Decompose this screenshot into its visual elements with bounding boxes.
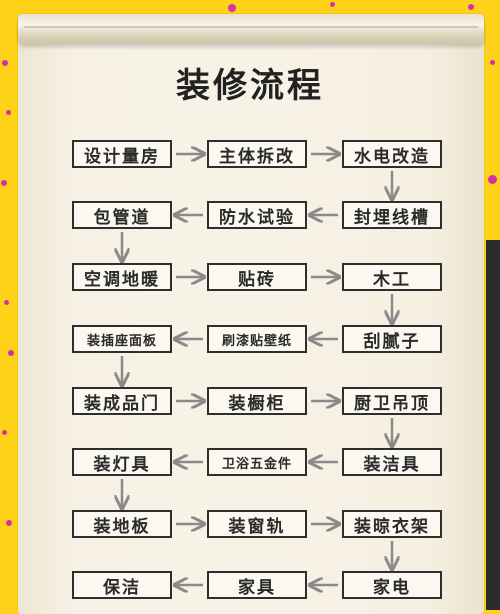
decor-dot <box>490 60 495 65</box>
page-title: 装修流程 <box>176 66 324 106</box>
flow-step: 防水试验 <box>207 201 307 229</box>
flow-step: 封埋线槽 <box>342 201 442 229</box>
flow-step: 装洁具 <box>342 448 442 476</box>
flow-step: 主体拆改 <box>207 140 307 168</box>
decor-dot <box>6 520 12 526</box>
decor-dot <box>6 110 11 115</box>
flow-step: 卫浴五金件 <box>207 448 307 476</box>
decor-dot <box>2 60 8 66</box>
decor-dot <box>330 2 335 7</box>
flow-step: 装灯具 <box>72 448 172 476</box>
decor-dot <box>4 300 9 305</box>
flow-step: 装窗轨 <box>207 510 307 538</box>
flow-step: 厨卫吊顶 <box>342 387 442 415</box>
decor-dot <box>488 175 497 184</box>
flow-step: 贴砖 <box>207 263 307 291</box>
flow-step: 保洁 <box>72 571 172 599</box>
flow-step: 刮腻子 <box>342 325 442 353</box>
flow-step: 设计量房 <box>72 140 172 168</box>
flow-step: 包管道 <box>72 201 172 229</box>
flow-step: 水电改造 <box>342 140 442 168</box>
scroll-roll <box>18 14 484 44</box>
flow-step: 装插座面板 <box>72 325 172 353</box>
flow-step: 木工 <box>342 263 442 291</box>
decor-dot <box>468 4 474 10</box>
flow-step: 空调地暖 <box>72 263 172 291</box>
decor-dot <box>8 350 14 356</box>
flow-step: 家具 <box>207 571 307 599</box>
flow-step: 装地板 <box>72 510 172 538</box>
flow-step: 刷漆贴壁纸 <box>207 325 307 353</box>
flow-step: 家电 <box>342 571 442 599</box>
dark-edge-band <box>486 240 500 610</box>
flow-step: 装成品门 <box>72 387 172 415</box>
flow-step: 装晾衣架 <box>342 510 442 538</box>
decor-dot <box>1 180 7 186</box>
decor-dot <box>228 4 236 12</box>
decor-dot <box>2 430 7 435</box>
flow-step: 装橱柜 <box>207 387 307 415</box>
